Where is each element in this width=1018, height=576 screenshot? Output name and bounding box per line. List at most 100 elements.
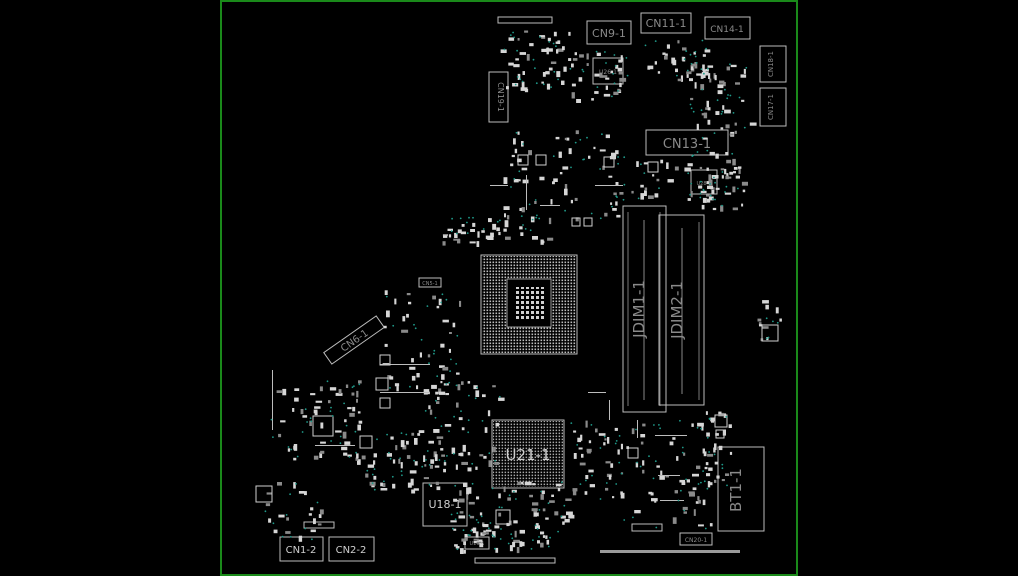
smd-pad xyxy=(406,440,409,445)
smd-pad xyxy=(428,440,434,444)
via-dot xyxy=(704,527,707,530)
smd-pad xyxy=(729,133,734,136)
via-dot xyxy=(705,47,707,50)
smd-pad xyxy=(517,38,520,41)
connector-cn20[interactable]: CN20-1 xyxy=(679,532,713,546)
smd-pad xyxy=(735,82,740,85)
smd-pad xyxy=(608,175,613,178)
smd-pad xyxy=(705,107,710,110)
smd-pad xyxy=(517,481,522,486)
smd-pad xyxy=(572,489,577,496)
via-dot xyxy=(456,232,458,235)
via-dot xyxy=(694,55,697,58)
via-dot xyxy=(711,198,714,200)
connector-cn14[interactable]: CN14-1 xyxy=(704,16,751,40)
smd-pad xyxy=(464,535,468,541)
via-dot xyxy=(476,386,478,389)
via-dot xyxy=(287,446,290,448)
smd-pad xyxy=(406,455,411,459)
via-dot xyxy=(542,83,545,86)
connector-cn13[interactable]: CN13-1 xyxy=(645,129,729,156)
via-dot xyxy=(510,186,512,188)
smd-pad xyxy=(461,224,465,227)
via-dot xyxy=(399,457,401,460)
smd-pad xyxy=(380,482,383,487)
connector-cn11[interactable]: CN11-1 xyxy=(640,12,692,34)
smd-pad xyxy=(380,488,388,491)
smd-pad xyxy=(578,77,583,82)
connector-cn17[interactable]: CN17-1 xyxy=(759,87,787,127)
via-dot xyxy=(701,39,704,42)
smd-pad xyxy=(512,541,516,548)
smd-pad xyxy=(456,402,459,408)
smd-pad xyxy=(276,390,282,393)
battery-bt1[interactable]: BT1-1 xyxy=(717,446,765,532)
smd-pad xyxy=(742,189,746,193)
via-dot xyxy=(516,49,518,52)
smd-pad xyxy=(729,451,733,455)
smd-pad xyxy=(709,482,713,486)
smd-pad xyxy=(716,475,720,479)
smd-pad xyxy=(687,198,691,201)
smd-pad xyxy=(439,391,446,395)
dimm-slot-1[interactable]: JDIM1-1 xyxy=(622,205,667,413)
smd-pad xyxy=(462,444,466,452)
square-component xyxy=(761,324,779,342)
smd-pad xyxy=(717,90,723,95)
connector-cn5[interactable]: CN5-1 xyxy=(418,277,442,288)
cpu-socket[interactable] xyxy=(480,254,578,355)
smd-pad xyxy=(387,375,392,379)
smd-pad xyxy=(640,434,646,438)
via-dot xyxy=(450,513,453,516)
smd-pad xyxy=(367,464,375,468)
connector-cn9[interactable]: CN9-1 xyxy=(586,20,632,45)
smd-pad xyxy=(734,122,737,126)
smd-pad xyxy=(607,437,610,444)
smd-pad xyxy=(675,68,678,73)
smd-pad xyxy=(406,293,411,296)
via-dot xyxy=(653,424,655,426)
via-dot xyxy=(534,199,537,201)
smd-pad xyxy=(738,167,741,174)
smd-pad xyxy=(430,459,435,464)
via-dot xyxy=(467,419,470,422)
smd-pad xyxy=(419,352,422,358)
via-dot xyxy=(500,528,502,530)
part-outline xyxy=(490,185,508,186)
smd-pad xyxy=(300,409,304,415)
part-outline xyxy=(272,370,273,430)
smd-pad xyxy=(619,82,622,88)
header-strip-top xyxy=(497,16,553,24)
smd-pad xyxy=(758,322,762,326)
via-dot xyxy=(713,176,715,179)
via-dot xyxy=(445,298,448,301)
smd-pad xyxy=(686,479,690,483)
smd-pad xyxy=(517,158,522,163)
smd-pad xyxy=(345,384,349,388)
via-dot xyxy=(697,483,700,485)
connector-cn2[interactable]: CN2-2 xyxy=(328,536,375,562)
smd-pad xyxy=(508,37,515,41)
smd-pad xyxy=(436,401,440,404)
connector-cn18[interactable]: CN18-1 xyxy=(759,45,787,83)
smd-pad xyxy=(762,300,769,304)
smd-pad xyxy=(683,452,686,456)
via-dot xyxy=(498,506,501,509)
connector-cn19[interactable]: CN19-1 xyxy=(488,71,509,123)
via-dot xyxy=(424,410,427,412)
smd-pad xyxy=(725,473,730,476)
smd-pad xyxy=(314,406,321,409)
via-dot xyxy=(655,526,658,529)
smd-pad xyxy=(666,44,670,49)
via-dot xyxy=(339,442,342,445)
smd-pad xyxy=(456,372,460,375)
chip-u21[interactable]: U21-1 xyxy=(491,419,565,489)
smd-pad xyxy=(702,448,705,454)
smd-pad xyxy=(468,501,475,505)
smd-pad xyxy=(450,520,457,523)
smd-pad xyxy=(469,241,476,244)
chip-u28[interactable]: U28-1 xyxy=(690,169,718,195)
chip-u26[interactable]: U26-1 xyxy=(592,57,624,85)
dimm-slot-2[interactable]: JDIM2-1 xyxy=(658,214,705,406)
via-dot xyxy=(468,514,471,517)
